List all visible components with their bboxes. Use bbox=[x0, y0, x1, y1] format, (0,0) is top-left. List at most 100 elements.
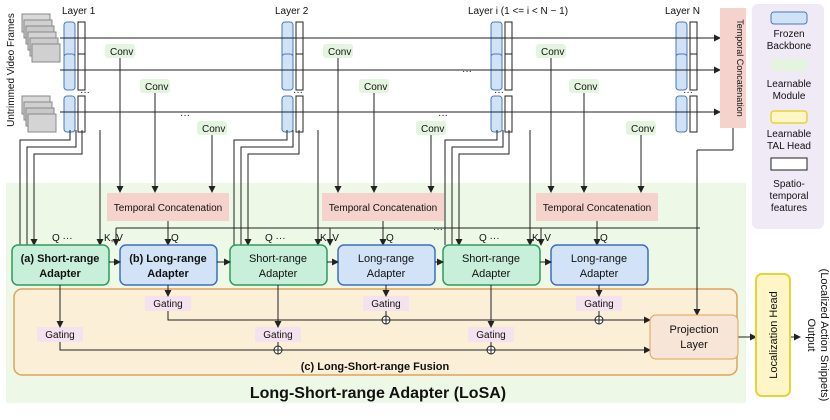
svg-text:Adapter: Adapter bbox=[580, 268, 619, 280]
gating-label: Gating bbox=[153, 299, 182, 310]
svg-text:Projection: Projection bbox=[670, 324, 719, 336]
backbone-block bbox=[675, 95, 688, 133]
svg-text:Short-range: Short-range bbox=[462, 253, 520, 265]
fusion-label: (c) Long-Short-range Fusion bbox=[301, 361, 450, 373]
legend-frozen-line1: Frozen bbox=[773, 29, 804, 40]
legend-spatio-swatch bbox=[770, 157, 808, 171]
conv-label: Conv bbox=[364, 82, 387, 93]
conv-label: Conv bbox=[145, 82, 168, 93]
svg-text:···: ··· bbox=[438, 110, 448, 121]
localization-head: Localization Head bbox=[755, 273, 791, 397]
svg-text:···: ··· bbox=[683, 87, 693, 98]
gating-label: Gating bbox=[263, 330, 292, 341]
gating-label: Gating bbox=[45, 330, 74, 341]
svg-text:Temporal Concatenation: Temporal Concatenation bbox=[114, 203, 222, 214]
spatio-temporal-feature bbox=[77, 21, 86, 59]
svg-text:Short-range: Short-range bbox=[249, 253, 307, 265]
svg-text:···: ··· bbox=[293, 87, 303, 98]
temporal-concat-boxes: Temporal Concatenation Temporal Concaten… bbox=[107, 193, 658, 221]
temporal-concat-vertical-label: Temporal Concatenation bbox=[735, 19, 745, 117]
svg-text:Adapter: Adapter bbox=[367, 268, 406, 280]
backbone-block bbox=[675, 53, 688, 91]
svg-text:Temporal Concatenation: Temporal Concatenation bbox=[329, 203, 437, 214]
adapter-long-i: Long-range Adapter bbox=[550, 244, 649, 286]
input-label: Untrimmed Video Frames bbox=[6, 13, 17, 127]
svg-text:Q ···: Q ··· bbox=[479, 233, 500, 244]
legend-spatio-line2: temporal bbox=[770, 191, 809, 202]
svg-text:Temporal Concatenation: Temporal Concatenation bbox=[543, 203, 651, 214]
svg-text:(a) Short-range: (a) Short-range bbox=[21, 253, 100, 265]
backbone-block bbox=[281, 53, 294, 91]
spatio-temporal-feature bbox=[689, 53, 698, 91]
legend-spatio-line1: Spatio- bbox=[773, 179, 805, 190]
svg-text:Q: Q bbox=[386, 233, 394, 244]
gating-label: Gating bbox=[584, 299, 613, 310]
fusion-lines bbox=[56, 285, 801, 354]
conv-label: Conv bbox=[574, 82, 597, 93]
projection-layer: Projection Layer bbox=[649, 314, 739, 360]
svg-text:Long-range: Long-range bbox=[571, 253, 627, 265]
svg-text:Adapter: Adapter bbox=[147, 268, 189, 280]
svg-text:Adapter: Adapter bbox=[39, 268, 81, 280]
backbone-block bbox=[490, 21, 503, 59]
svg-text:K, V: K, V bbox=[320, 233, 339, 244]
qkv-labels: Q ··· K, V Q Q ··· K, V Q Q ··· K, V Q bbox=[52, 233, 608, 244]
svg-text:···: ··· bbox=[462, 66, 472, 77]
spatio-temporal-feature bbox=[295, 21, 304, 59]
svg-text:Adapter: Adapter bbox=[472, 268, 511, 280]
backbone-block bbox=[63, 53, 76, 91]
svg-text:Long-range: Long-range bbox=[358, 253, 414, 265]
conv-label: Conv bbox=[110, 47, 133, 58]
output-label: Output bbox=[805, 318, 817, 351]
frozen-backbone bbox=[63, 21, 698, 133]
gating-blocks: Gating Gating Gating Gating Gating Gatin… bbox=[37, 296, 622, 342]
legend-head-line2: TAL Head bbox=[767, 141, 811, 152]
spatio-temporal-feature bbox=[689, 95, 698, 133]
adapter-long-b: (b) Long-range Adapter bbox=[119, 244, 218, 286]
backbone-block bbox=[675, 21, 688, 59]
svg-text:···: ··· bbox=[494, 87, 504, 98]
conv-label: Conv bbox=[328, 47, 351, 58]
svg-text:Q ···: Q ··· bbox=[265, 233, 286, 244]
output-sublabel: (Localized Action Snippets) bbox=[818, 269, 830, 402]
svg-text:(b) Long-range: (b) Long-range bbox=[129, 253, 207, 265]
svg-text:Q ···: Q ··· bbox=[52, 233, 73, 244]
backbone-block bbox=[281, 95, 294, 133]
svg-text:···: ··· bbox=[80, 87, 90, 98]
spatio-temporal-feature bbox=[77, 53, 86, 91]
conv-label: Conv bbox=[541, 47, 564, 58]
svg-text:Localization Head: Localization Head bbox=[768, 291, 780, 378]
legend-head-line1: Learnable bbox=[767, 129, 812, 140]
conv-to-concat-lines bbox=[116, 58, 645, 193]
spatio-temporal-feature bbox=[689, 21, 698, 59]
layer-n-label: Layer N bbox=[665, 6, 700, 17]
legend-spatio-line3: features bbox=[771, 203, 807, 214]
legend-frozen-swatch bbox=[770, 11, 808, 25]
backbone-block bbox=[490, 95, 503, 133]
spatio-temporal-feature bbox=[504, 53, 513, 91]
backbone-flow-lines bbox=[60, 34, 721, 116]
legend-frozen-line2: Backbone bbox=[767, 41, 812, 52]
legend-learnable-line1: Learnable bbox=[767, 79, 812, 90]
spatio-temporal-feature bbox=[295, 53, 304, 91]
adapter-short-2: Short-range Adapter bbox=[229, 244, 328, 286]
legend-learnable-line2: Module bbox=[773, 91, 806, 102]
spatio-temporal-feature bbox=[77, 95, 86, 133]
conv-modules: Conv Conv Conv Conv Conv Conv Conv Conv … bbox=[105, 44, 656, 135]
layer-1-label: Layer 1 bbox=[62, 6, 96, 17]
conv-label: Conv bbox=[202, 124, 225, 135]
gating-label: Gating bbox=[371, 299, 400, 310]
svg-text:Adapter: Adapter bbox=[259, 268, 298, 280]
adapter-short-i: Short-range Adapter bbox=[442, 244, 541, 286]
backbone-block bbox=[63, 95, 76, 133]
layer-2-label: Layer 2 bbox=[275, 6, 309, 17]
conv-label: Conv bbox=[421, 124, 444, 135]
sum-operators bbox=[273, 315, 604, 355]
svg-text:Q: Q bbox=[171, 233, 179, 244]
adapter-short-a: (a) Short-range Adapter bbox=[11, 244, 110, 286]
backbone-block bbox=[63, 21, 76, 59]
svg-text:Layer: Layer bbox=[680, 339, 708, 351]
svg-text:···: ··· bbox=[180, 110, 190, 121]
svg-text:K, V: K, V bbox=[532, 233, 551, 244]
